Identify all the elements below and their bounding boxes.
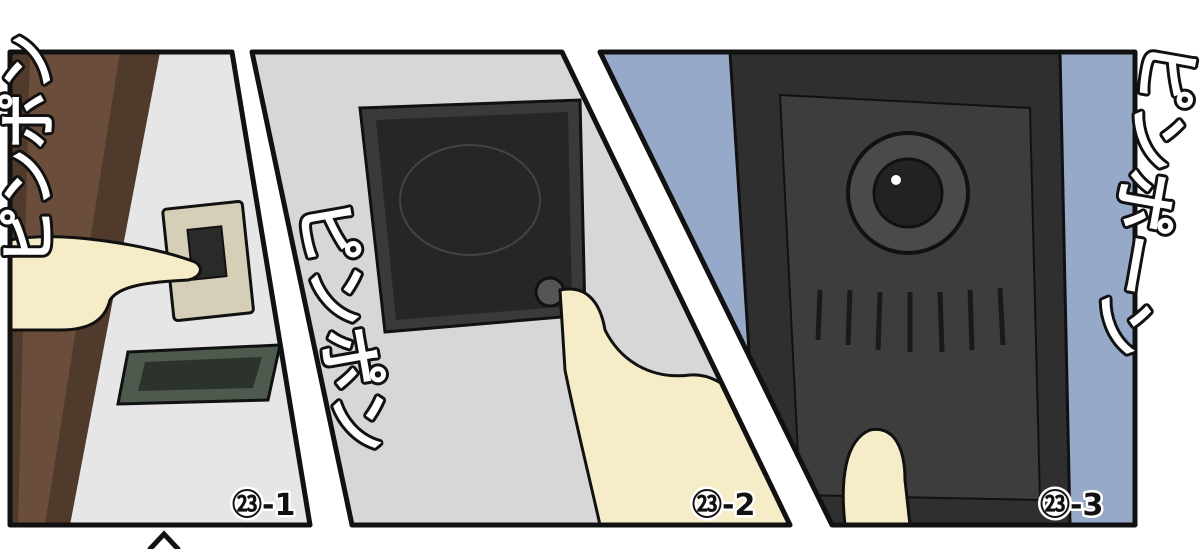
panel-2-label: ㉓-2 — [692, 488, 755, 523]
speaker-slits — [815, 287, 1006, 353]
speaker-grille — [399, 144, 541, 256]
sfx-panel-1: ピンポン — [0, 33, 62, 265]
panel-1-label: ㉓-1 — [232, 488, 295, 523]
panel-3-label: ㉓-3 — [1040, 488, 1103, 523]
lens-glint — [891, 175, 901, 185]
thumb-pressing — [841, 427, 912, 525]
mail-slot-opening — [138, 357, 262, 391]
next-caret-icon — [147, 530, 181, 549]
camera-lens-inner — [872, 157, 944, 229]
panel-borders — [7, 49, 1138, 528]
hand-pointing-1 — [10, 235, 202, 332]
panel-labels: ㉓-1 ㉓-2 ㉓-3 — [230, 486, 1106, 526]
